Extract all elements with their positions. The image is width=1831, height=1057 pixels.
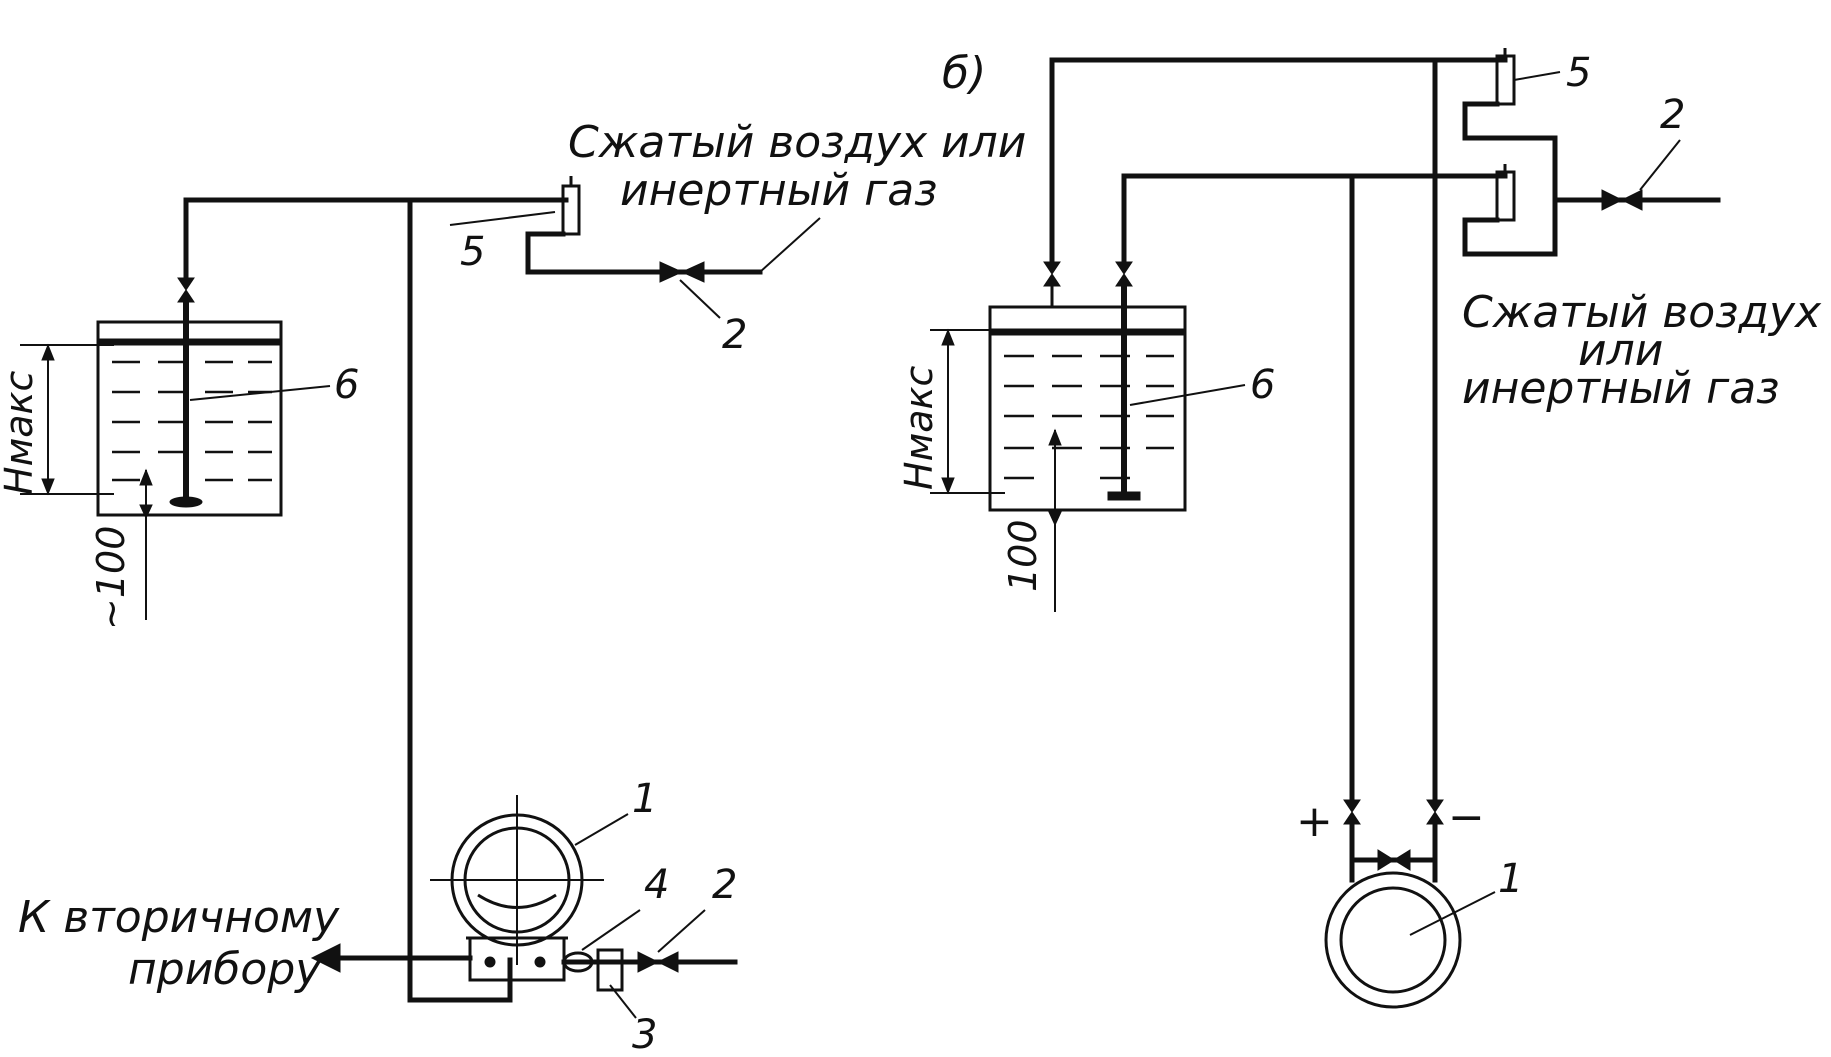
callout-a-2-top: 2 (722, 312, 747, 358)
panel-b-label: б) (942, 48, 986, 99)
callout-a-2-bottom: 2 (712, 862, 737, 908)
callout-a-5: 5 (460, 229, 485, 275)
valve-a-2-top (659, 261, 684, 283)
gas-a-label-line2: инертный газ (620, 165, 938, 216)
pipe-b-manifold (1462, 101, 1558, 257)
gas-b-label-line1: Сжатый воздух (1462, 287, 1822, 338)
transmitter-b-outer (1324, 871, 1462, 1009)
callout-b-6: 6 (1250, 362, 1275, 408)
transmitter-a (430, 795, 604, 982)
callout-a-1: 1 (632, 776, 657, 822)
tank-a (20, 277, 283, 620)
depth-b-label: 100 (1001, 519, 1045, 592)
dip-tube-a-foot (169, 496, 203, 508)
valve-a-2-bottom (637, 951, 660, 973)
tank-b-body (988, 305, 1187, 512)
callout-b-1: 1 (1498, 856, 1523, 902)
minus-label: − (1448, 792, 1485, 843)
hmax-b-label: Hмакс (897, 366, 941, 490)
callout-b-2: 2 (1660, 92, 1685, 138)
tank-b (930, 261, 1187, 612)
gas-a-label-line1: Сжатый воздух или (568, 117, 1026, 168)
fitting-a-4 (562, 951, 594, 973)
gas-line-a-bottom (561, 948, 738, 992)
pipeline-a (183, 176, 763, 1003)
transmitter-b-inner (1339, 886, 1447, 994)
transmitter-b (1324, 799, 1462, 1009)
tank-a-body (96, 320, 283, 517)
pipeline-b (1049, 48, 1721, 803)
valve-a-5 (561, 184, 581, 236)
valve-b-2 (1601, 189, 1624, 211)
valve-b-equalizing (1377, 849, 1395, 871)
pipe-b-measure (1121, 173, 1508, 265)
tank-a-liquid-dashes (112, 360, 272, 482)
leaders-b (1129, 71, 1681, 936)
valve-b-5-lower (1495, 170, 1516, 222)
valve-b-5-upper (1495, 54, 1516, 106)
callout-a-3: 3 (632, 1012, 657, 1057)
callout-a-6: 6 (334, 362, 359, 408)
labels: б) Сжатый воздух или инертный газ Сжатый… (0, 48, 1822, 1057)
panel-a (20, 176, 821, 1019)
hmax-a-label: Hмакс (0, 371, 41, 495)
panel-b (930, 48, 1721, 1009)
depth-a-label: ~100 (89, 526, 133, 630)
dip-tube-b-foot (1107, 491, 1141, 501)
leaders-a (189, 211, 821, 1019)
plus-label: + (1296, 796, 1333, 847)
arrow-to-secondary (310, 943, 341, 973)
secondary-label-line1: К вторичному (18, 892, 340, 943)
pipe-b-reference (1049, 57, 1508, 265)
callout-b-5: 5 (1566, 50, 1591, 96)
secondary-label-line2: прибору (128, 944, 322, 995)
filter-a-3 (596, 948, 624, 992)
gas-b-label-line2: или (1578, 325, 1663, 376)
valve-b-plus (1343, 799, 1361, 813)
callout-a-4: 4 (644, 862, 669, 908)
gas-b-label-line3: инертный газ (1462, 363, 1780, 414)
valve-b-minus (1426, 799, 1444, 813)
pipe-a-gas-inlet (525, 231, 653, 275)
pipe-a-top (183, 197, 569, 281)
tank-b-liquid-dashes (1004, 354, 1174, 480)
